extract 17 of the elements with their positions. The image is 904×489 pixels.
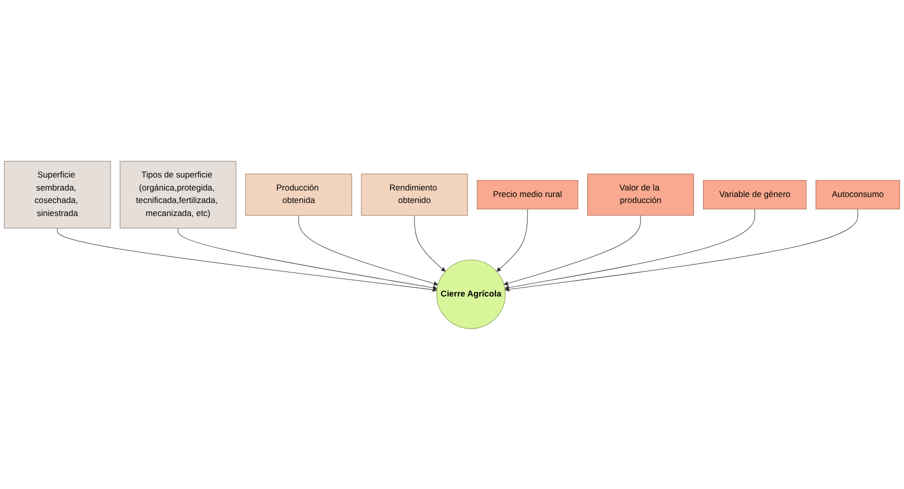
- node-box: Producción obtenida: [245, 173, 352, 216]
- node-box: Precio medio rural: [476, 180, 578, 209]
- arrow: [504, 214, 641, 286]
- arrow: [414, 214, 446, 272]
- arrow: [57, 227, 438, 292]
- node-box: Valor de la producción: [587, 173, 694, 216]
- node-box: Rendimiento obtenido: [361, 173, 468, 216]
- node-box: Tipos de superficie (orgánica,protegida, tecnificada,fertilizada, mecanizada, etc): [120, 160, 236, 228]
- arrow: [496, 208, 528, 272]
- node-box: Autoconsumo: [816, 180, 900, 209]
- node-box: Superficie sembrada, cosechada, siniestrada: [4, 160, 111, 228]
- arrow: [504, 208, 756, 290]
- arrow: [504, 208, 858, 292]
- arrow: [178, 227, 438, 290]
- node-circle: Cierre Agrícola: [436, 259, 506, 328]
- node-box: Variable de género: [703, 180, 807, 209]
- arrow: [298, 214, 438, 286]
